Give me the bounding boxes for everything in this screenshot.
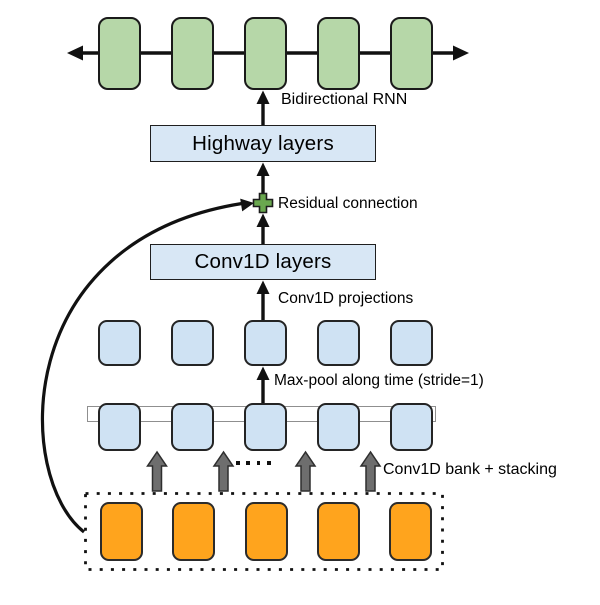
up-arrowhead-icon [256,213,270,227]
input-unit [245,502,288,561]
projection-unit [317,320,360,366]
highway-layers-box: Highway layers [150,125,376,162]
rnn-unit [98,17,141,90]
stacked-unit [171,403,214,451]
input-unit [172,502,215,561]
input-unit [389,502,432,561]
stacked-unit [317,403,360,451]
rnn-unit [244,17,287,90]
ellipsis-dots-icon [236,461,271,465]
bank-arrow [294,450,317,492]
projection-unit [390,320,433,366]
bank-arrow [359,450,382,492]
up-arrowhead-icon [256,162,270,176]
input-dotted-boundary [84,492,444,571]
stacked-unit [98,403,141,451]
conv1d-projections-label: Conv1D projections [278,290,414,307]
conv1d-layers-label: Conv1D layers [194,250,332,273]
conv1d-layers-box: Conv1D layers [150,244,376,280]
rnn-unit [171,17,214,90]
curve-arrowhead-icon [240,198,254,212]
stacked-unit [244,403,287,451]
projection-unit [171,320,214,366]
conv1d-bank-label: Conv1D bank + stacking [383,461,557,478]
left-arrowhead-icon [67,45,83,61]
stacked-unit [390,403,433,451]
input-unit [317,502,360,561]
projection-unit [98,320,141,366]
input-unit [100,502,143,561]
up-arrowhead-icon [256,280,270,294]
bidirectional-rnn-label: Bidirectional RNN [281,91,408,108]
right-arrowhead-icon [453,45,469,61]
maxpool-label: Max-pool along time (stride=1) [274,372,484,389]
highway-layers-label: Highway layers [192,131,334,155]
rnn-unit [390,17,433,90]
residual-connection-label: Residual connection [278,195,418,212]
projection-unit [244,320,287,366]
bank-arrow [146,450,168,492]
plus-icon [252,192,274,214]
rnn-unit [317,17,360,90]
residual-curve [40,201,243,534]
up-arrowhead-icon [256,366,270,380]
bank-arrow [212,450,235,492]
up-arrowhead-icon [256,90,270,104]
